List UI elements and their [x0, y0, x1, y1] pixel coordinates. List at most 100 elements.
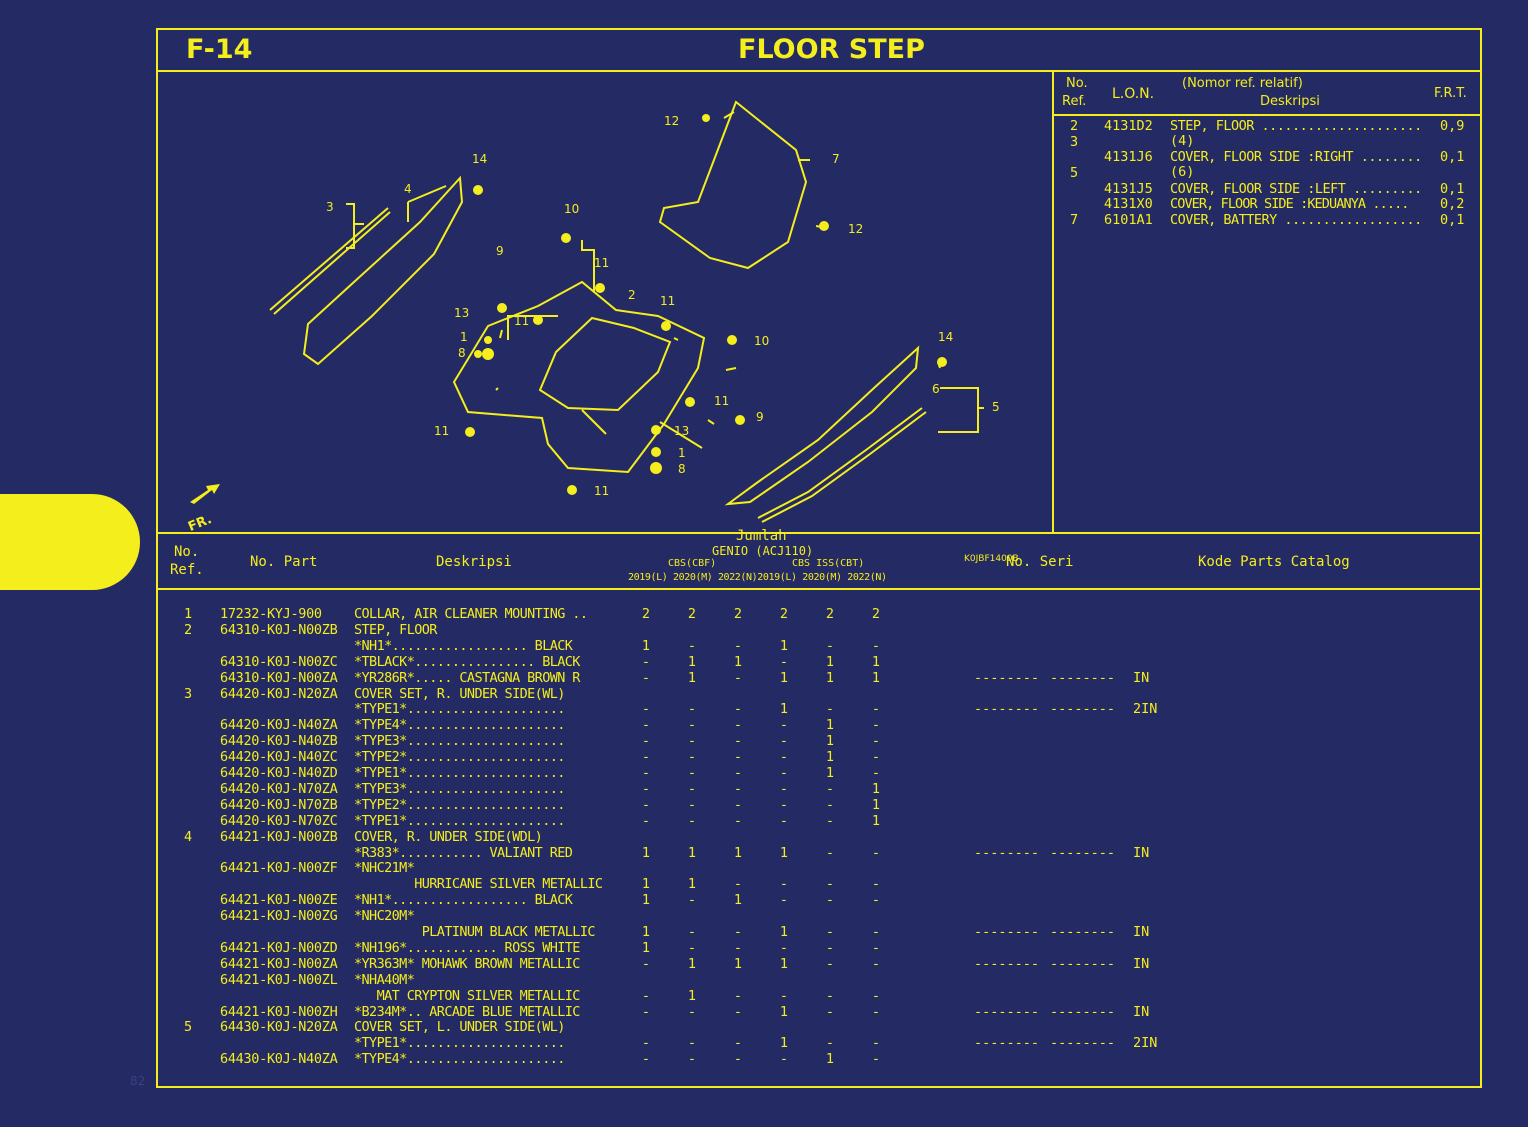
row-qty: -	[687, 796, 697, 813]
ref-frt-0: 0,9	[1440, 118, 1465, 134]
row-qty: -	[687, 939, 697, 956]
row-qty: -	[641, 749, 651, 766]
row-qty: 1	[641, 637, 651, 654]
row-qty: -	[871, 733, 881, 750]
row-qty: -	[733, 637, 743, 654]
row-qty: -	[779, 939, 789, 956]
row-part-number: 64420-K0J-N40ZA	[220, 717, 338, 734]
ref-table-no: No.	[1066, 76, 1088, 91]
row-qty: 1	[871, 812, 881, 829]
row-qty: 1	[871, 669, 881, 686]
callout-11-c: 11	[514, 314, 530, 328]
row-qty: -	[641, 669, 651, 686]
row-qty: -	[733, 717, 743, 734]
row-qty: -	[641, 701, 651, 718]
row-qty: -	[779, 812, 789, 829]
row-part-number: 17232-KYJ-900	[220, 606, 322, 622]
row-qty: -	[641, 987, 651, 1004]
row-qty: -	[641, 1051, 651, 1068]
row-qty: 1	[641, 939, 651, 956]
row-qty: 1	[641, 924, 651, 940]
row-qty: 1	[825, 717, 835, 734]
row-qty: -	[871, 955, 881, 972]
ref-ref-6: 7	[1070, 212, 1079, 228]
parts-drawing	[190, 100, 984, 523]
row-qty: -	[779, 717, 789, 734]
row-qty: -	[871, 987, 881, 1004]
row-qty: -	[871, 701, 881, 718]
section-code: F-14	[186, 34, 253, 65]
row-part-number: 64421-K0J-N00ZL	[220, 971, 338, 988]
row-qty: 1	[779, 924, 789, 940]
callout-3: 3	[326, 200, 334, 214]
row-description: *NH196*............ ROSS WHITE	[354, 939, 580, 956]
row-qty: 1	[825, 669, 835, 686]
chapter-tab[interactable]	[0, 494, 140, 590]
row-qty: -	[687, 733, 697, 750]
row-qty: 1	[871, 796, 881, 813]
row-qty: -	[641, 1003, 651, 1020]
row-qty: 1	[779, 955, 789, 972]
callout-12: 12	[848, 222, 864, 236]
parts-header-model: GENIO (ACJ110)	[712, 544, 814, 558]
parts-header-jumlah: Jumlah	[736, 528, 787, 544]
table-row: 64430-K0J-N40ZA*TYPE4*..................…	[158, 1051, 1480, 1067]
row-description: *TYPE4*.....................	[354, 717, 565, 734]
ref-table-lon: L.O.N.	[1112, 86, 1155, 102]
parts-header-no: No.	[174, 544, 200, 560]
row-qty: 1	[871, 653, 881, 670]
callout-10: 10	[754, 334, 770, 348]
row-qty: 1	[733, 955, 743, 972]
row-qty: -	[825, 939, 835, 956]
parts-table: 1 17232-KYJ-900 COLLAR, AIR CLEANER MOUNTI…	[158, 606, 1480, 1076]
table-row: *TYPE1*.....................---1--------…	[158, 701, 1480, 717]
row-qty: 1	[687, 844, 697, 861]
row-part-number: 64430-K0J-N40ZA	[220, 1051, 338, 1068]
ref-lon-4: 4131J5	[1104, 181, 1153, 197]
row-description: *TYPE1*.....................	[354, 765, 565, 781]
row-part-number: 64420-K0J-N40ZB	[220, 733, 338, 750]
row-qty: -	[733, 939, 743, 956]
row-description: *TYPE1*.....................	[354, 1035, 565, 1052]
row-qty: -	[641, 733, 651, 750]
leader-lines	[346, 111, 984, 449]
row-qty: -	[687, 812, 697, 829]
catalog-frame: F-14 FLOOR STEP	[156, 28, 1482, 1088]
row-description: COVER SET, R. UNDER SIDE(WL)	[354, 685, 565, 702]
front-arrow-icon	[190, 484, 220, 504]
ref-note-0: (4)	[1170, 133, 1195, 149]
row-qty: -	[871, 844, 881, 861]
table-row: 64421-K0J-N00ZE*NH1*.................. B…	[158, 892, 1480, 908]
part-2-shape	[452, 280, 706, 474]
row-qty: 1	[825, 1051, 835, 1068]
row-part-number: 64421-K0J-N00ZB	[220, 828, 338, 845]
row-description: COLLAR, AIR CLEANER MOUNTING ..	[354, 606, 588, 622]
row-qty: 1	[825, 653, 835, 670]
table-row: 64421-K0J-N00ZG*NHC20M*	[158, 908, 1480, 924]
row-qty: -	[871, 924, 881, 940]
row-qty: -	[733, 1003, 743, 1020]
callout-1: 1	[678, 446, 686, 460]
row-seri-from: --------	[974, 701, 1040, 718]
row-qty: -	[641, 1035, 651, 1052]
row-qty: -	[687, 701, 697, 718]
table-row: 64420-K0J-N40ZD*TYPE1*..................…	[158, 765, 1480, 781]
ref-note-2: (6)	[1170, 164, 1195, 180]
row-qty: 1	[641, 876, 651, 893]
row-qty: 1	[687, 955, 697, 972]
divider-parts-header-top	[158, 532, 1480, 534]
ref-lon-2: 4131J6	[1104, 149, 1153, 165]
part-6-shape	[724, 345, 920, 506]
ref-table-header-rule	[1054, 114, 1480, 116]
row-kode: IN	[1133, 844, 1150, 861]
ref-table: No. Ref. L.O.N. (Nomor ref. relatif) Des…	[1054, 72, 1480, 532]
ref-desc-5: COVER, FLOOR SIDE :KEDUANYA .....	[1170, 196, 1409, 212]
row-description: STEP, FLOOR	[354, 621, 437, 638]
row-qty: -	[779, 653, 789, 670]
row-qty: -	[871, 749, 881, 766]
row-qty: 1	[779, 1035, 789, 1052]
table-row: 64420-K0J-N70ZA*TYPE3*..................…	[158, 781, 1480, 797]
